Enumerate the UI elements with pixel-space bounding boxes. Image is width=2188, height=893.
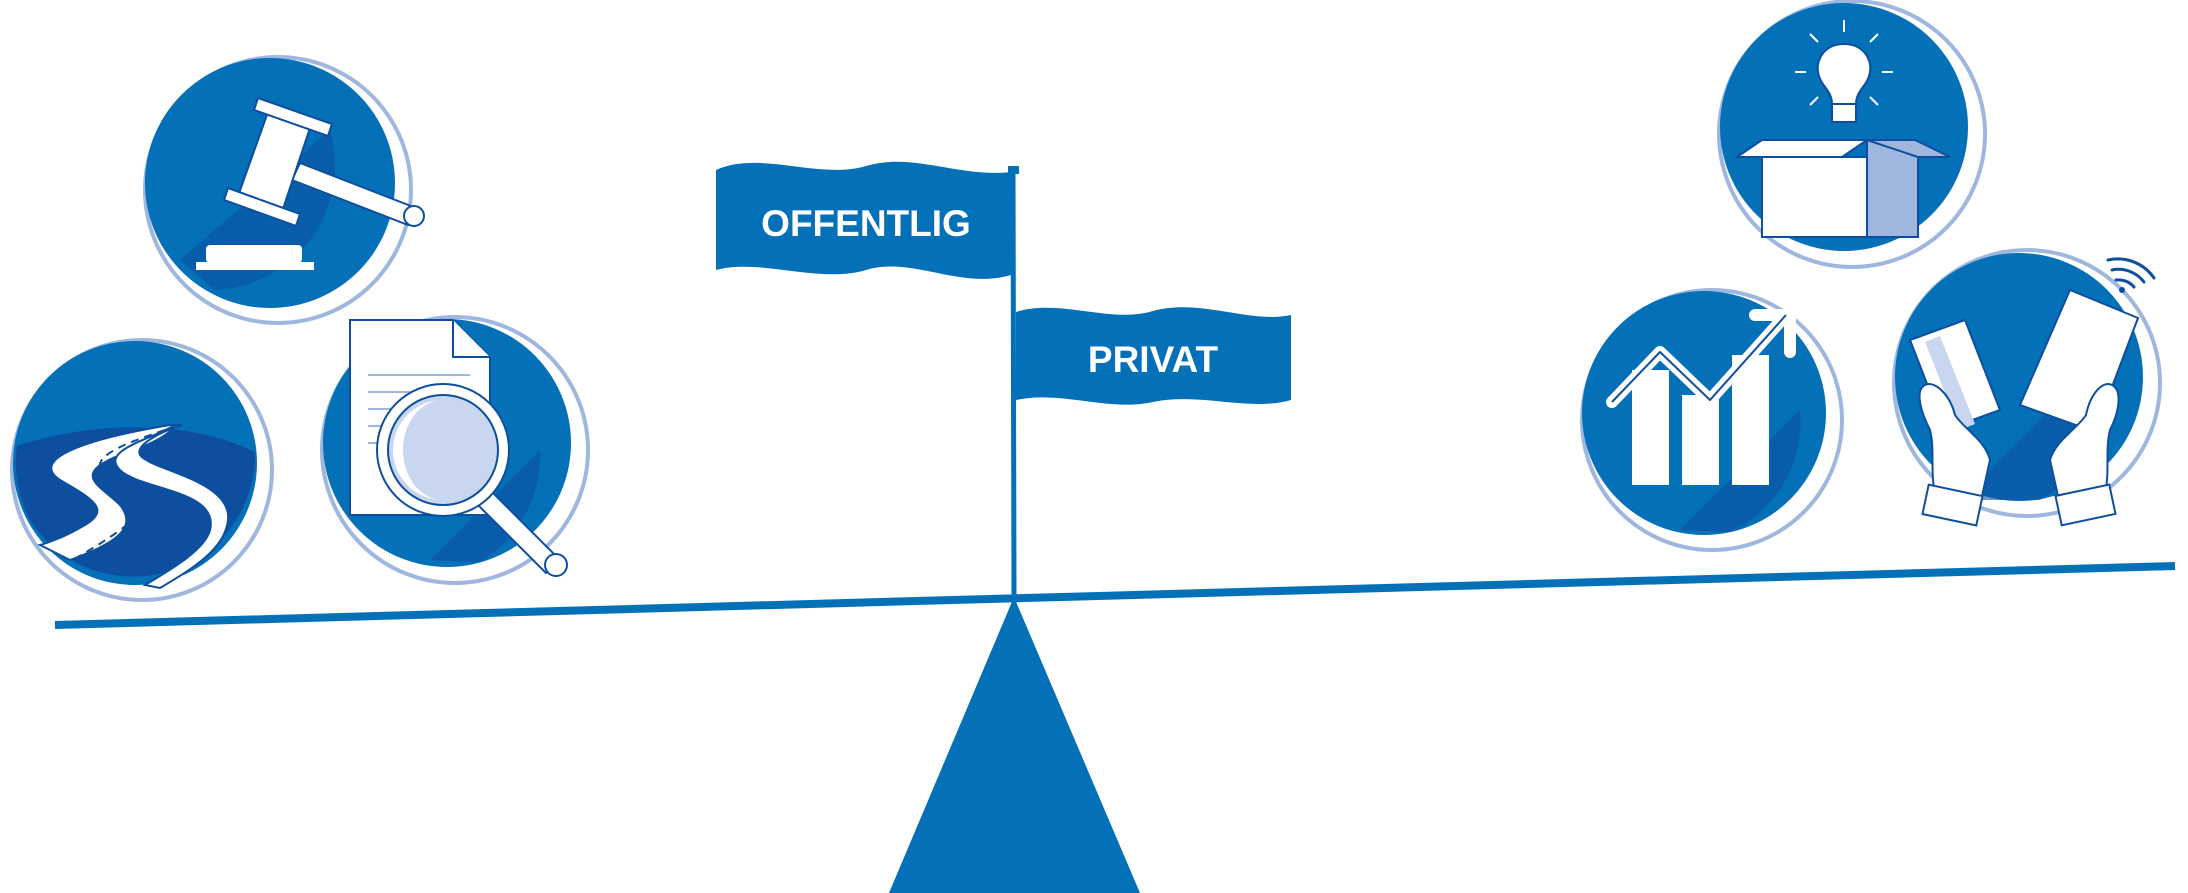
lightbulb-box-icon: [1717, 0, 1987, 269]
private-flag: PRIVAT: [1016, 307, 1291, 405]
public-flag-label: OFFENTLIG: [761, 203, 971, 244]
gavel-icon: [143, 55, 425, 325]
public-flag: OFFENTLIG: [716, 161, 1011, 279]
hands-phone-icon: [1892, 248, 2162, 527]
document-magnifier-icon: [320, 315, 590, 585]
balance-beam: [54, 562, 2176, 629]
winding-road-icon: [10, 338, 274, 602]
growth-chart-icon: [1580, 288, 1844, 552]
fulcrum-triangle: [889, 597, 1140, 893]
private-flag-label: PRIVAT: [1088, 339, 1219, 380]
flag-pole: [1010, 169, 1017, 599]
